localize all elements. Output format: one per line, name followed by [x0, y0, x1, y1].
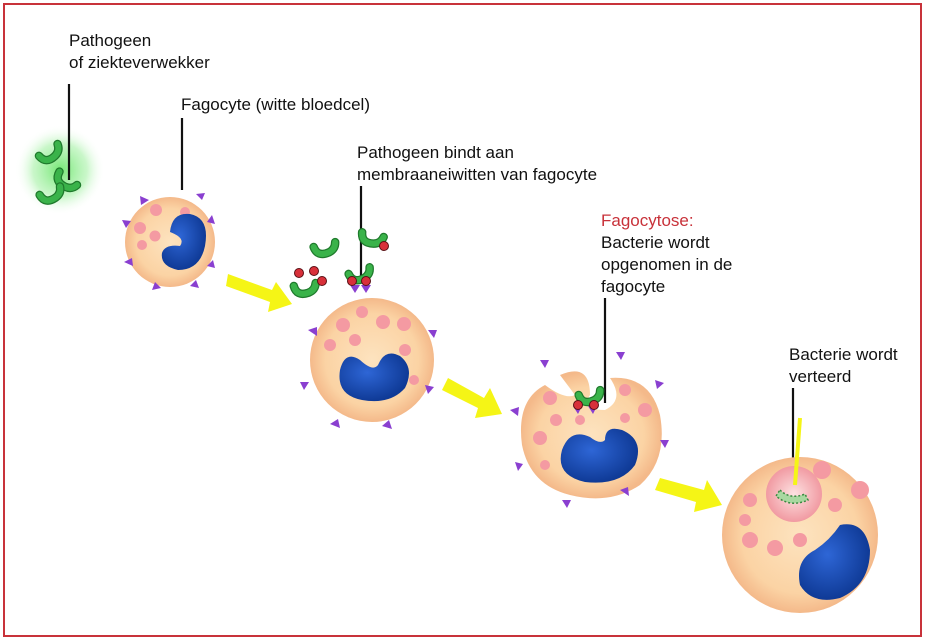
phagocyte-resting: [122, 193, 215, 290]
digested-label: Bacterie wordt verteerd: [789, 344, 898, 388]
binding-label: Pathogeen bindt aan membraaneiwitten van…: [357, 142, 597, 186]
phagocytosis-line-3: fagocyte: [601, 277, 666, 296]
digested-label-line-1: Bacterie wordt: [789, 345, 898, 364]
arrow-3: [655, 478, 722, 512]
phagocytosis-line-2: opgenomen in de: [601, 255, 733, 274]
phagocytosis-title: Fagocytose:: [601, 211, 694, 230]
pathogen-label-line-2: of ziekteverwekker: [69, 53, 210, 72]
phagocytosis-line-1: Bacterie wordt: [601, 233, 710, 252]
phagocyte-digesting: [722, 417, 878, 613]
arrow-2: [442, 378, 502, 418]
diagram-frame: [3, 3, 922, 637]
pathogen-label: Pathogeen of ziekteverwekker: [69, 30, 210, 74]
arrow-1: [226, 274, 292, 312]
pathogen-group: [15, 125, 105, 215]
phagocytosis-label: Fagocytose: Bacterie wordt opgenomen in …: [601, 210, 732, 298]
digested-label-line-2: verteerd: [789, 367, 852, 386]
phagocyte-engulfing: [510, 352, 669, 508]
phagocyte-label: Fagocyte (witte bloedcel): [181, 95, 370, 114]
binding-label-line-1: Pathogeen bindt aan: [357, 143, 514, 162]
pathogen-label-line-1: Pathogeen: [69, 31, 152, 50]
binding-label-line-2: membraaneiwitten van fagocyte: [357, 165, 598, 184]
phagocyte-binding: [294, 231, 437, 429]
